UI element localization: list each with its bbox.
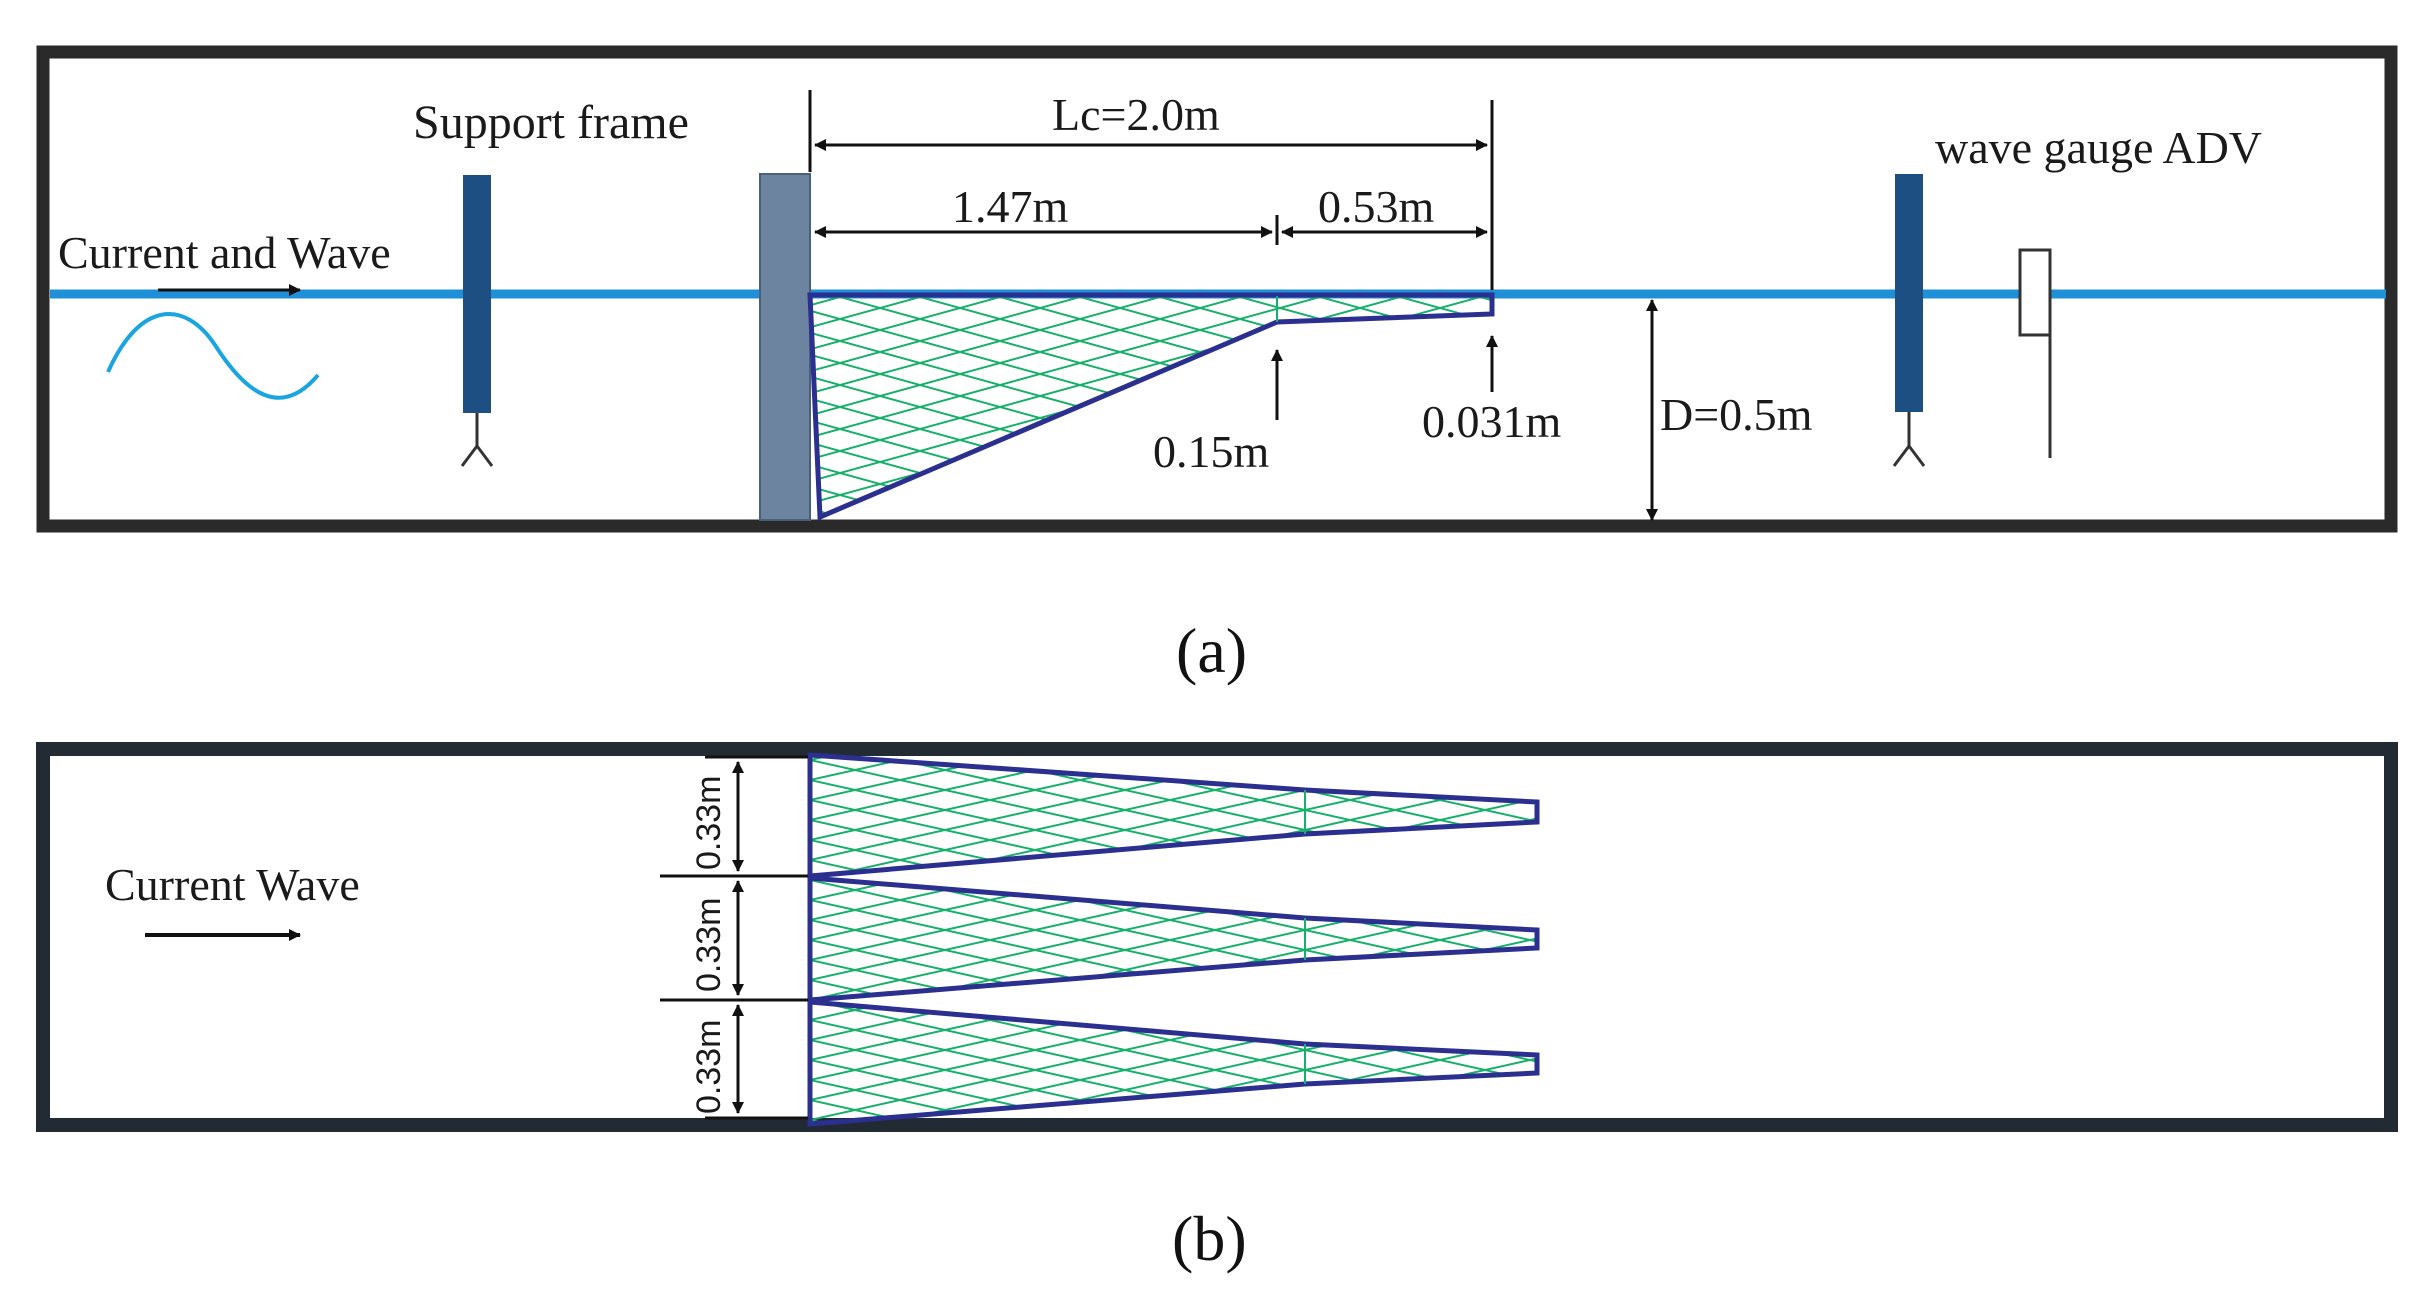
instrument-label: wave gauge ADV — [1935, 122, 2262, 173]
total-length-label: Lc=2.0m — [1052, 89, 1220, 140]
caption-a: (a) — [1176, 615, 1247, 686]
support-frame-label: Support frame — [413, 96, 689, 149]
wave-curve-icon — [106, 312, 320, 400]
width-label-2: 0.33m — [690, 898, 728, 993]
panel-b: Current Wave 0.33m 0.33m 0.33m (b) — [36, 742, 2398, 1274]
width-label-1: 0.33m — [690, 776, 728, 871]
panel-a: Current and Wave Support frame — [36, 45, 2398, 686]
net-top-view-3 — [807, 999, 1540, 1127]
right-wave-gauge — [1892, 174, 1926, 467]
net-top-view-2 — [807, 875, 1540, 1003]
tank-top-view — [36, 742, 2398, 1132]
adv-probe — [2018, 248, 2052, 458]
tank-side-view — [36, 45, 2398, 533]
flow-label: Current and Wave — [58, 227, 391, 278]
net-side-view — [807, 292, 1495, 521]
net-top-view-1 — [807, 752, 1540, 879]
mid-depth-label: 0.15m — [1153, 426, 1270, 477]
end-depth-label: 0.031m — [1422, 396, 1562, 447]
width-dimensions — [660, 755, 808, 1120]
flow-label-b: Current Wave — [105, 859, 360, 910]
caption-b: (b) — [1172, 1203, 1247, 1274]
front-length-label: 1.47m — [952, 181, 1069, 232]
water-depth-label: D=0.5m — [1660, 389, 1813, 440]
dimension-lines — [808, 90, 1658, 521]
support-frame — [759, 173, 811, 521]
width-label-3: 0.33m — [690, 1020, 728, 1115]
rear-length-label: 0.53m — [1318, 181, 1435, 232]
left-wave-gauge — [460, 175, 494, 467]
